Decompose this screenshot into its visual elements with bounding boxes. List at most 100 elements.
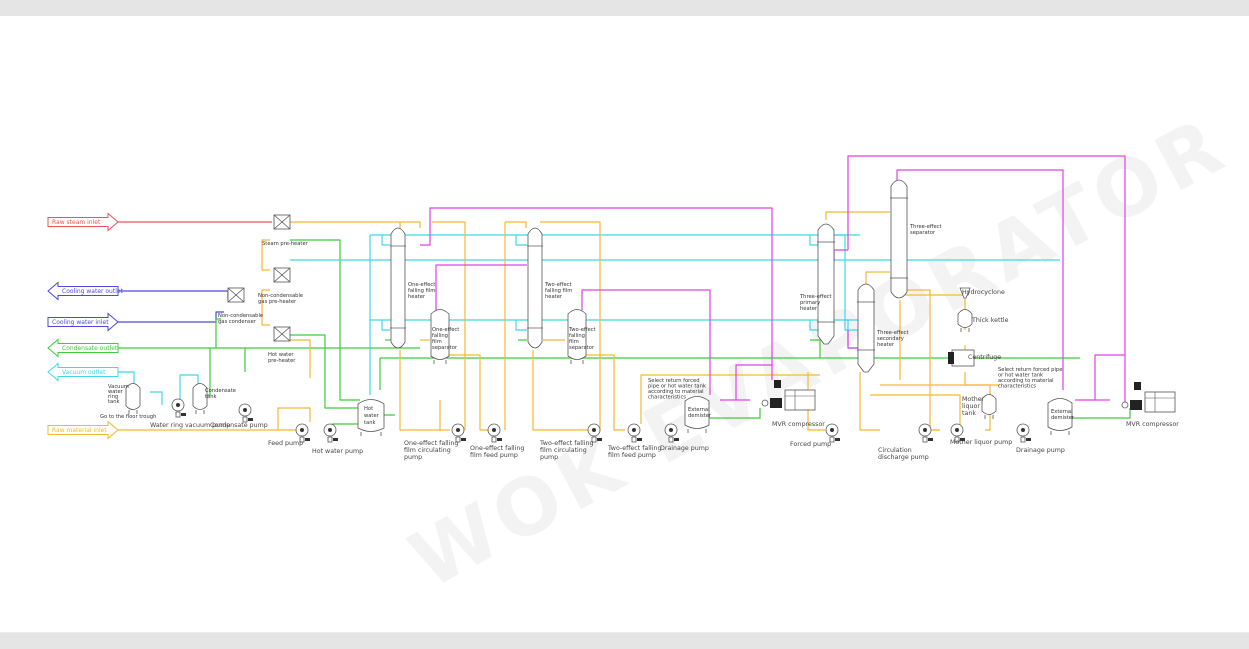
compressor-frame [784,389,816,411]
label-line: according to material [998,378,1054,384]
compressor-inlet [1121,401,1129,409]
exchanger-cross [273,214,291,230]
cooling-water-inlet-label: Cooling water inlet [52,319,109,326]
label-line: One-effect falling [404,440,458,447]
raw_material-pipe [290,221,421,228]
label-line: Three-effect [876,330,909,336]
vacuum-pipe [381,235,390,246]
cooling-water-outlet-label: Cooling water outlet [62,288,124,295]
steam-pre-heater-label: Steam pre-heater [262,241,309,247]
pump-base [928,438,933,441]
vacuum-pipe [381,320,390,331]
label-line: separator [432,345,458,351]
compressor-valve [1134,382,1141,390]
vapor-pipe-one-effect [420,207,773,380]
vapor-pipe [896,169,1064,390]
label-line: Vacuum [108,384,129,390]
hydrocyclone [959,287,971,299]
equipment [125,179,1176,443]
label-line: Hot water pump [312,448,363,455]
thick-kettle [957,309,973,332]
drainage-pump-1-label: Drainage pump [660,445,709,452]
two-effect-falling-film-separator [567,309,587,364]
feed-pump-label: Feed pump [268,440,303,447]
pump-motor [455,436,461,443]
pump-base [674,438,679,441]
label-line: External [688,407,710,413]
pump-motor [327,436,333,443]
pump-impeller [923,428,927,432]
label-line: water [364,413,380,419]
arrow-shape [47,281,119,301]
raw_material-pipe [865,271,890,285]
tank-body [430,309,450,360]
label-line: Two-effect falling [539,440,594,447]
label-line: Two-effect [544,282,572,288]
note-drain-label: Go to the floor trough [100,414,156,420]
vapor-pipe-three-effect-top [847,155,1126,405]
label-line: One-effect [408,282,435,288]
cooling-water-outlet-pipe [118,290,229,300]
thick-kettle-label: Thick kettle [971,317,1009,324]
raw-material-inlet-arrow: Raw material inlet [47,420,119,440]
label-line: Go to the floor trough [100,414,156,420]
label-line: pipe or hot water tank [648,384,706,390]
raw-steam-inlet-label: Raw steam inlet [52,219,101,226]
forced-pump [825,423,840,443]
raw_material-pipe [985,412,991,431]
label-line: pre-heater [268,358,296,364]
pump-base [181,413,186,416]
one-effect-falling-film-circulating-pump [451,423,466,443]
label-line: film circulating [404,447,451,454]
raw_material-pipe [432,221,466,430]
hot-water-pump [323,423,338,443]
label-line: tank [205,394,217,400]
steam-pre-heater [273,214,291,230]
label-line: secondary [877,336,904,342]
centrifuge [948,349,975,367]
mvr-compressor-1 [761,380,816,411]
tank-body [567,309,587,360]
two-effect-falling-film-feed-pump [627,423,642,443]
label-line: film feed pump [470,452,518,459]
pump-impeller [830,428,834,432]
arrow-shape [47,312,119,332]
pump-impeller [632,428,636,432]
label-line: heater [545,294,563,300]
pump-base [333,438,338,441]
circulation-discharge-pump [918,423,933,443]
label-line: Three-effect [909,224,942,230]
label-line: pump [404,454,422,461]
raw-steam-inlet-arrow: Raw steam inlet [47,212,119,232]
raw_material-pipe [640,374,820,424]
pump-motor [631,436,637,443]
label-line: Non-condensable [218,313,263,319]
vapor-pipe [847,330,858,349]
mvr-compressor-2 [1121,382,1176,413]
label-line: Three-effect [799,294,832,300]
pump-base [305,438,310,441]
label-line: demister [1051,415,1075,421]
compressor-frame [1144,391,1176,413]
label-line: External [1051,409,1073,415]
label-line: water [108,389,124,395]
vapor-pipe [581,289,711,395]
vessel-body [857,283,875,373]
condensate-pipe [810,339,821,358]
pump-motor [922,436,928,443]
pump-impeller [328,428,332,432]
vapor-pipe [435,264,527,310]
bottom-bar [0,632,1249,649]
tank-body [192,383,208,410]
cooling-water-outlet-arrow: Cooling water outlet [47,281,124,301]
compressor-head [1130,400,1142,410]
